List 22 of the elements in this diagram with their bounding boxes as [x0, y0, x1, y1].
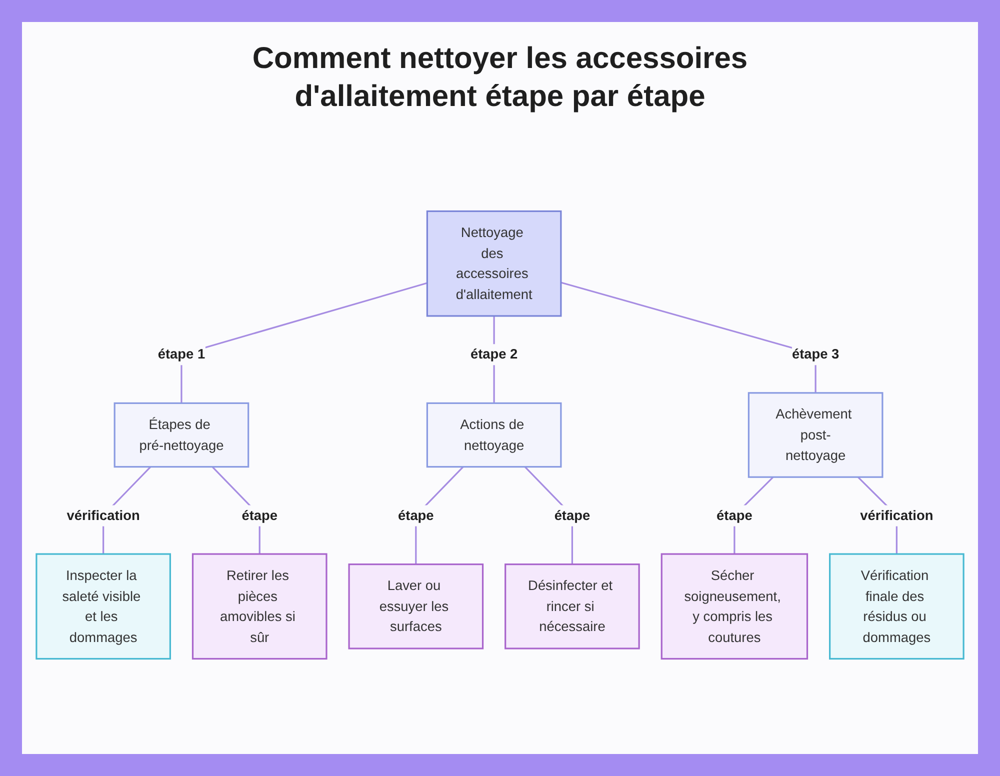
- edge-label: étape: [242, 508, 278, 524]
- edge-label: étape: [398, 508, 434, 524]
- node-box: Retirer les pièces amovibles si sûr: [192, 553, 328, 660]
- node-box: Achèvement post-nettoyage: [748, 392, 884, 478]
- edge-label: étape: [716, 508, 752, 524]
- node-box: Vérification finale des résidus ou dommages: [829, 553, 964, 660]
- edge-label: étape 3: [792, 346, 840, 362]
- connector: [560, 282, 816, 393]
- edge-label: étape: [554, 508, 590, 524]
- node-box: Désinfecter et rincer si nécessaire: [504, 564, 640, 650]
- node-box: Actions de nettoyage: [426, 402, 562, 468]
- node-box: Étapes de pré-nettoyage: [114, 402, 250, 468]
- node-box: Nettoyage des accessoires d'allaitement: [426, 210, 562, 317]
- title: Comment nettoyer les accessoires d'allaitement étape par étape: [251, 41, 749, 115]
- edge-label: étape 2: [470, 346, 518, 362]
- connector: [180, 282, 428, 404]
- edge-label: étape 1: [158, 346, 206, 362]
- node-box: Inspecter la saleté visible et les dommages: [36, 553, 171, 660]
- edge-label: vérification: [66, 508, 140, 524]
- edge-label: vérification: [860, 508, 934, 524]
- node-box: Sécher soigneusement, y compris les coutures: [660, 553, 808, 660]
- node-box: Laver ou essuyer les surfaces: [348, 564, 484, 650]
